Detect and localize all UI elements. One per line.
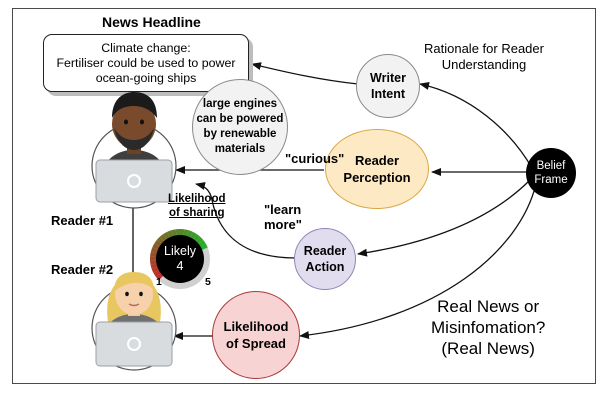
reader-action-label: Reader Action [303, 244, 347, 274]
reader1-label: Reader #1 [51, 213, 114, 228]
headline-text: Climate change: Fertiliser could be used… [56, 40, 236, 85]
reader2-label: Reader #2 [51, 262, 114, 277]
reader-action-node: Reader Action [294, 228, 356, 290]
arrow-action-to-reader1 [195, 182, 297, 259]
belief-frame-node: Belief Frame [526, 148, 576, 198]
reader-perception-node: Reader Perception [325, 129, 429, 209]
reader-perception-label: Reader Perception [343, 153, 411, 185]
real-or-misinformation-label: Real News or Misinfomation? (Real News) [431, 297, 546, 358]
likelihood-spread-node: Likelihood of Spread [212, 291, 300, 379]
headline-box: Climate change: Fertiliser could be used… [43, 34, 249, 92]
diagram-frame [12, 8, 596, 384]
arrow-belief-to-spread [299, 183, 537, 339]
arrow-belief-to-writer [419, 82, 533, 169]
writer-intent-node: Writer Intent [356, 54, 420, 118]
quote-curious: "curious" [285, 151, 345, 166]
gauge-min-label: 1 [156, 276, 162, 288]
likelihood-spread-label: Likelihood of Spread [223, 319, 289, 351]
arrow-belief-to-action [357, 179, 531, 257]
paraphrase-label: large engines can be powered by renewabl… [196, 98, 284, 155]
arrow-writer-to-headline [251, 62, 359, 85]
writer-intent-label: Writer Intent [370, 71, 406, 101]
quote-learn-more: "learn more" [264, 202, 302, 232]
paraphrase-node: large engines can be powered by renewabl… [192, 79, 288, 175]
gauge-value-text: Likely 4 [164, 244, 196, 273]
rationale-label: Rationale for Reader Understanding [424, 41, 544, 72]
headline-title: News Headline [102, 14, 201, 30]
likelihood-of-sharing-label: Likelihood of sharing [168, 193, 226, 219]
gauge-max-label: 5 [205, 276, 211, 288]
belief-frame-label: Belief Frame [534, 160, 568, 186]
